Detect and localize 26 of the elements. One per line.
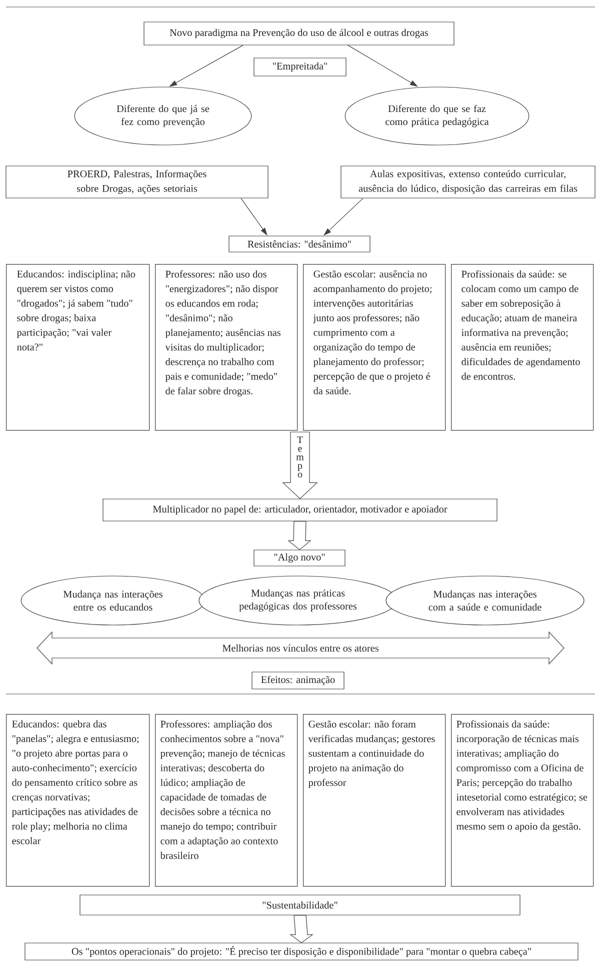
ellipse-node: Diferente do que já se fez como prevenção <box>74 86 252 146</box>
block-arrow <box>290 915 314 944</box>
text-box: Gestão escolar: não foram verificadas mudanças; gestores sustentam a continuidade do projeto na animação do professor <box>303 714 446 887</box>
text-box: Educandos: quebra das "panelas"; alegra e entusiasmo; "o projeto abre portas para o auto-conhecimento"; exercício do pensamento crítico sobre as crenças norvativas; participações nas atividades de role play; melhoria no clima escolar <box>6 714 150 887</box>
text-box: Profissionais da saúde: incorporação de técnicas mais interativas; ampliação do compromisso com a Oficina de Paris; percepção do trabalho intesetorial como estratégico; se envolveram nas atividades mesmo sem o apoio da gestão. <box>451 714 594 887</box>
text-box: "Sustentabilidade" <box>80 894 520 916</box>
text-box: Profissionais da saúde: se colocam como um campo de saber em sobreposição à educação; atuam de maneira informativa na prevenção; ausência em reuniões; dificuldades de agendamento de encontros. <box>451 264 594 431</box>
ellipse-node: Mudanças nas interações com a saúde e comunidade <box>386 576 584 626</box>
text-box: Os "pontos operacionais" do projeto: "É preciso ter disposição e disponibilidade" para "montar o quebra cabeça" <box>24 942 578 960</box>
text-box: PROERD, Palestras, Informações sobre Drogas, ações setoriais <box>6 166 268 198</box>
text-box: Efeitos: animação <box>252 672 344 690</box>
ellipse-node: Mudanças nas práticas pedagógicas dos professores <box>198 576 398 626</box>
text-box: Educandos: indisciplina; não querem ser vistos como "drogados"; já sabem "tudo" sobre drogas; baixa participação; "vai valer nota?" <box>6 264 150 431</box>
text-box: Professores: ampliação dos conhecimentos sobre a "nova" prevenção; manejo de técnicas interativas; descoberta do lúdico; ampliação de capacidade de tomadas de decisões sobre a técnica no manejo do tempo; contribuir com a adaptação ao contexto brasileiro <box>155 714 298 887</box>
block-arrow <box>288 521 312 550</box>
double-arrow-band: Melhorias nos vínculos entre os atores <box>36 631 564 665</box>
text-box: Multiplicador no papel de: articulador, orientador, motivador e apoiador <box>102 498 498 522</box>
text-box: Resistências: "desânimo" <box>228 236 370 252</box>
text-box: Novo paradigma na Prevenção do uso de álcool e outras drogas <box>144 22 454 46</box>
ellipse-node: Diferente do que se faz como prática pedagógica <box>344 86 530 146</box>
text-box: "Algo novo" <box>254 550 346 566</box>
text-box: Gestão escolar: ausência no acompanhamento do projeto; intervenções autoritárias junto aos professores; não cumprimento com a organização do tempo de planejamento do professor; percepção de que o projeto é da saúde. <box>303 264 446 431</box>
ellipse-node: Mudança nas interações entre os educandos <box>20 576 206 626</box>
text-box: Professores: não uso dos "energizadores"; não dispor os educandos em roda; "desânimo"; não planejamento; ausências nas visitas do multiplicador; descrença no trabalho com pais e comunidade; "medo" de falar sobre drogas. <box>155 264 298 431</box>
text-box: "Empreitada" <box>254 58 346 76</box>
text-box: Aulas expositivas, extenso conteúdo curricular, ausência do lúdico, disposição das carreiras em filas <box>340 166 596 198</box>
